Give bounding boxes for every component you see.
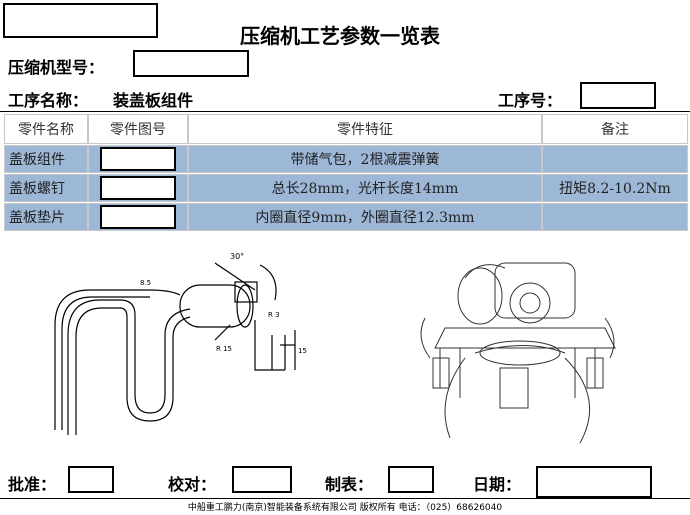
compressor-model-label: 压缩机型号： [8, 58, 105, 77]
compressor-model-field[interactable] [133, 50, 249, 77]
check-field[interactable] [232, 466, 292, 493]
table-row: 盖板组件 带储气包，2根减震弹簧 [4, 145, 688, 173]
make-field[interactable] [388, 466, 434, 493]
check-label: 校对： [168, 475, 217, 494]
process-no-field[interactable] [580, 82, 656, 109]
col-part-feature: 零件特征 [188, 114, 542, 144]
dim-8-5-label: 8.5 [140, 279, 151, 287]
col-part-drawing: 零件图号 [88, 114, 188, 144]
note-cell: 扭矩8.2-10.2Nm [542, 174, 688, 202]
cover-assembly-drawing [420, 262, 616, 444]
process-name-label: 工序名称： [8, 91, 89, 110]
drawing-number-field[interactable] [100, 205, 176, 229]
table-header-row: 零件名称 零件图号 零件特征 备注 [4, 114, 688, 144]
dim-r3-label: R 3 [268, 311, 280, 319]
make-label: 制表： [325, 475, 374, 494]
part-feature-cell: 带储气包，2根减震弹簧 [188, 145, 542, 173]
col-note: 备注 [542, 114, 688, 144]
logo-blank-box [3, 3, 158, 38]
drawing-number-field[interactable] [100, 176, 176, 200]
part-name-cell: 盖板组件 [4, 145, 88, 173]
part-feature-cell: 总长28mm，光杆长度14mm [188, 174, 542, 202]
table-row: 盖板垫片 内圈直径9mm，外圈直径12.3mm [4, 203, 688, 231]
note-cell [542, 145, 688, 173]
approve-label: 批准： [8, 475, 57, 494]
footer-copyright: 中船重工鹏力(南京)智能装备系统有限公司 版权所有 电话：（025）686260… [187, 503, 503, 513]
page-title: 压缩机工艺参数一览表 [240, 24, 440, 48]
part-feature-cell: 内圈直径9mm，外圈直径12.3mm [188, 203, 542, 231]
part-drawing-cell [88, 203, 188, 231]
dim-15-label: 15 [298, 347, 307, 355]
part-name-cell: 盖板螺钉 [4, 174, 88, 202]
drawing-number-field[interactable] [100, 147, 176, 171]
note-cell [542, 203, 688, 231]
part-drawing-cell [88, 145, 188, 173]
approve-field[interactable] [68, 466, 114, 493]
date-field[interactable] [536, 466, 652, 498]
dim-r15-label: R 15 [216, 345, 232, 353]
process-no-label: 工序号： [498, 91, 563, 110]
process-name-value: 装盖板组件 [113, 91, 194, 110]
spring-drawing: 30° R 3 R 15 15 8.5 [54, 252, 307, 435]
part-name-cell: 盖板垫片 [4, 203, 88, 231]
dim-angle-label: 30° [230, 252, 244, 261]
table-row: 盖板螺钉 总长28mm，光杆长度14mm 扭矩8.2-10.2Nm [4, 174, 688, 202]
date-label: 日期： [473, 475, 522, 494]
parts-table: 零件名称 零件图号 零件特征 备注 盖板组件 带储气包，2根减震弹簧 盖板螺钉 … [4, 113, 688, 232]
header-divider [0, 111, 690, 112]
part-drawing-cell [88, 174, 188, 202]
footer-divider [0, 498, 690, 499]
col-part-name: 零件名称 [4, 114, 88, 144]
